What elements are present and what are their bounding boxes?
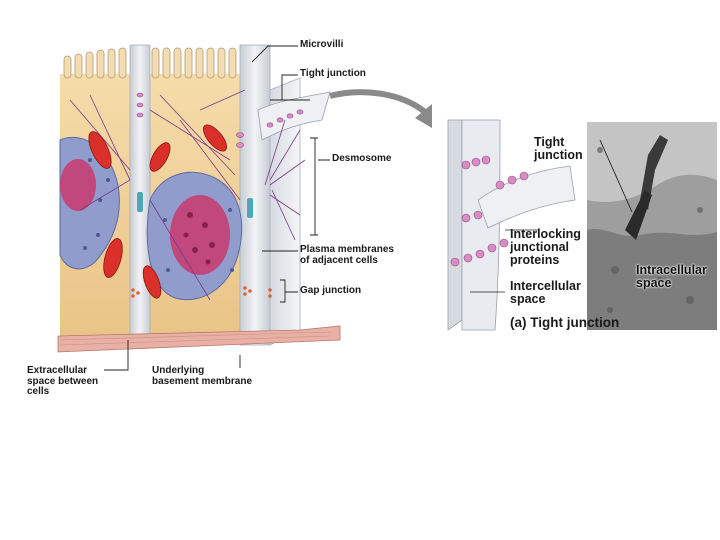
label-interlocking-proteins: Interlocking junctional proteins <box>510 227 581 268</box>
label-extracellular-space: Extracellular space between cells <box>27 365 99 397</box>
leader-lines <box>104 45 330 371</box>
gap-junction-dots <box>131 286 272 298</box>
nucleus-left <box>59 136 120 270</box>
tight-junction-beads <box>136 92 304 148</box>
basement-membrane <box>57 325 341 353</box>
nucleus-right <box>146 171 243 301</box>
intermediate-filaments <box>69 89 306 301</box>
label-intracellular-space: Intracellular space <box>636 263 707 291</box>
desmosome-plaques <box>137 192 253 218</box>
microvilli <box>63 47 237 79</box>
label-desmosome: Desmosome <box>332 153 392 164</box>
label-plasma-membranes: Plasma membranes of adjacent cells <box>300 244 394 266</box>
caption-tight-junction: (a) Tight junction <box>510 315 620 330</box>
label-gap-junction: Gap junction <box>300 285 362 296</box>
zoom-arrow <box>329 89 432 128</box>
label-basement-membrane: Underlying basement membrane <box>152 365 253 387</box>
label-tight-junction: Tight junction <box>300 68 366 79</box>
label-zoom-tight-junction: Tight junction <box>534 135 583 163</box>
label-intercellular-space: Intercellular space <box>510 279 581 307</box>
tight-junction-zoom <box>438 119 588 331</box>
label-microvilli: Microvilli <box>300 39 344 50</box>
mitochondria <box>88 124 227 299</box>
electron-micrograph <box>587 122 717 330</box>
